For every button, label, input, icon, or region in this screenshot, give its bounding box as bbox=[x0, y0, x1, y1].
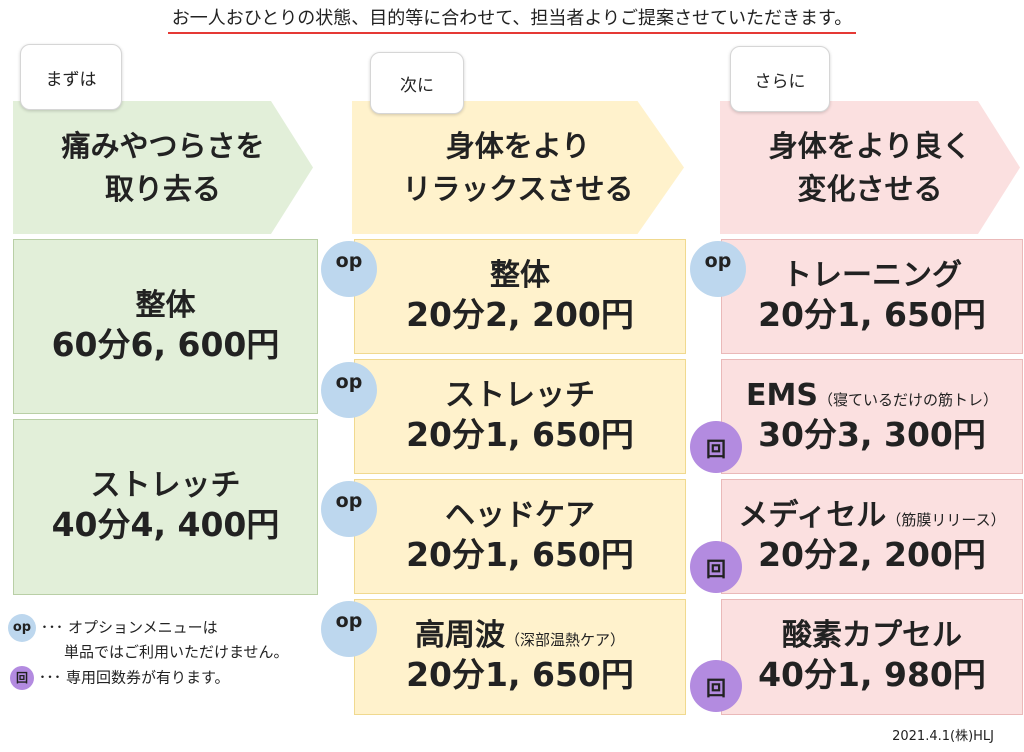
menu-price: 60分6, 600円 bbox=[51, 324, 280, 364]
menu-name: 高周波（深部温熱ケア） bbox=[414, 618, 625, 654]
menu-box-stretch-40: ストレッチ 40分4, 400円 bbox=[13, 419, 318, 595]
menu-box-training: トレーニング 20分1, 650円 bbox=[721, 239, 1023, 354]
menu-name: トレーニング bbox=[782, 257, 962, 293]
menu-name: メディセル（筋膜リリース） bbox=[738, 497, 1006, 533]
footer-date: 2021.4.1(株)HLJ bbox=[892, 729, 994, 744]
menu-price: 40分1, 980円 bbox=[758, 655, 986, 695]
legend-kai-row: 回 ･･･ 専用回数券が有ります。 bbox=[8, 666, 348, 691]
op-badge: op bbox=[321, 241, 377, 297]
menu-note: （寝ているだけの筋トレ） bbox=[817, 390, 998, 409]
menu-name: EMS（寝ているだけの筋トレ） bbox=[746, 377, 998, 413]
page-header: お一人おひとりの状態、目的等に合わせて、担当者よりご提案させていただきます。 bbox=[0, 4, 1024, 34]
menu-box-seitai-20: 整体 20分2, 200円 bbox=[354, 239, 686, 354]
menu-box-seitai-60: 整体 60分6, 600円 bbox=[13, 239, 318, 414]
op-badge: op bbox=[321, 481, 377, 537]
menu-box-oxygen: 酸素カプセル 40分1, 980円 bbox=[721, 599, 1023, 715]
bubble-further: さらに bbox=[730, 46, 830, 112]
kai-badge-small: 回 bbox=[10, 666, 34, 691]
menu-note: （深部温熱ケア） bbox=[504, 631, 625, 650]
menu-box-headcare: ヘッドケア 20分1, 650円 bbox=[354, 479, 686, 594]
op-badge: op bbox=[690, 241, 746, 297]
menu-price: 20分1, 650円 bbox=[406, 655, 634, 695]
menu-price: 40分4, 400円 bbox=[51, 505, 280, 545]
arrow-first: 痛みやつらさを 取り去る bbox=[13, 101, 313, 234]
kai-badge: 回 bbox=[690, 541, 742, 593]
op-badge: op bbox=[321, 601, 377, 657]
menu-name: 酸素カプセル bbox=[782, 618, 962, 654]
op-badge: op bbox=[321, 362, 377, 418]
legend-op-text: ･･･ オプションメニューは bbox=[40, 618, 218, 637]
legend-op-text2: 単品ではご利用いただけません。 bbox=[64, 643, 289, 661]
arrow-further: 身体をより良く 変化させる bbox=[720, 101, 1020, 234]
menu-box-stretch-20: ストレッチ 20分1, 650円 bbox=[354, 359, 686, 474]
bubble-first: まずは bbox=[20, 44, 122, 110]
kai-badge: 回 bbox=[690, 421, 742, 473]
menu-box-koshuha: 高周波（深部温熱ケア） 20分1, 650円 bbox=[354, 599, 686, 715]
menu-box-ems: EMS（寝ているだけの筋トレ） 30分3, 300円 bbox=[721, 359, 1023, 474]
menu-name: ストレッチ bbox=[445, 377, 595, 413]
legend-kai-text: ･･･ 専用回数券が有ります。 bbox=[38, 668, 230, 687]
menu-price: 20分2, 200円 bbox=[406, 294, 634, 334]
bubble-next: 次に bbox=[370, 52, 464, 114]
menu-name: 整体 bbox=[135, 287, 196, 323]
menu-box-medicell: メディセル（筋膜リリース） 20分2, 200円 bbox=[721, 479, 1023, 594]
arrow-next: 身体をより リラックスさせる bbox=[352, 101, 684, 234]
menu-name: ヘッドケア bbox=[445, 497, 595, 533]
op-badge-small: op bbox=[8, 614, 36, 642]
legend: op ･･･ オプションメニューは 単品ではご利用いただけません。 回 ･･･ … bbox=[8, 614, 348, 691]
menu-price: 20分1, 650円 bbox=[758, 294, 986, 334]
menu-price: 20分1, 650円 bbox=[406, 534, 634, 574]
menu-price: 20分2, 200円 bbox=[758, 534, 986, 574]
menu-name: ストレッチ bbox=[90, 468, 241, 504]
menu-price: 20分1, 650円 bbox=[406, 414, 634, 454]
menu-note: （筋膜リリース） bbox=[886, 510, 1006, 529]
menu-price: 30分3, 300円 bbox=[758, 414, 986, 454]
legend-op-row: op ･･･ オプションメニューは bbox=[8, 614, 348, 642]
kai-badge: 回 bbox=[690, 660, 742, 712]
menu-name: 整体 bbox=[490, 257, 550, 293]
